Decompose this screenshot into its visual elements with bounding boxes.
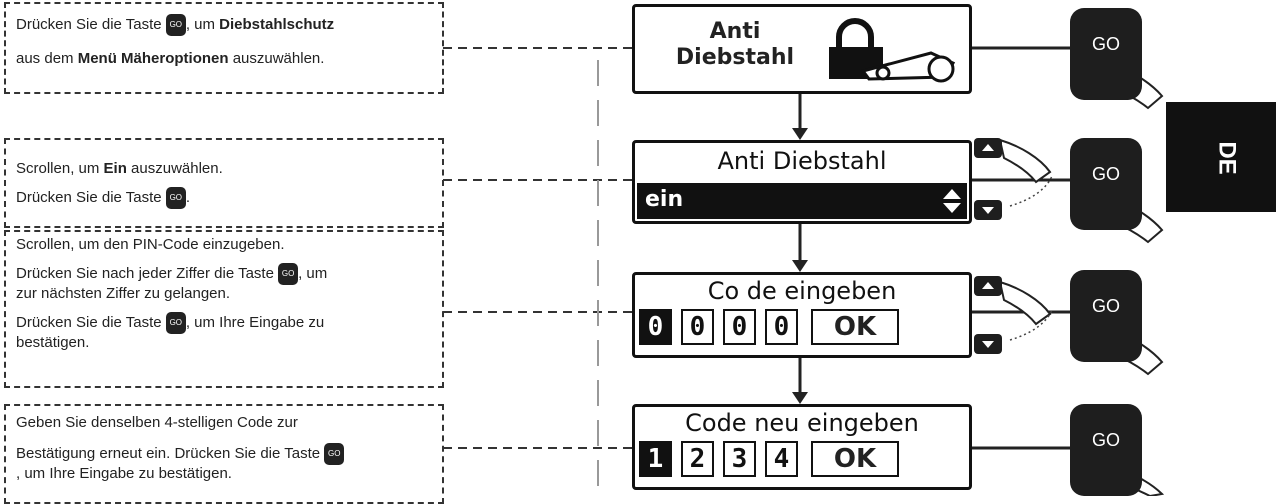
screen2-title: Anti Diebstahl <box>717 147 887 175</box>
instr3-text: zur nächsten Ziffer zu gelangen. <box>16 285 231 302</box>
instr2-text: Drücken Sie die Taste <box>16 188 166 206</box>
screen3-digit-2: 0 <box>681 309 714 345</box>
screen3-digit-4: 0 <box>765 309 798 345</box>
instr3-text: , um Ihre Eingabe zu <box>185 313 325 331</box>
screen4-digit-3: 3 <box>723 441 756 477</box>
go-button-2[interactable]: GO <box>1070 138 1142 230</box>
down-arrow-button[interactable] <box>974 334 1002 354</box>
screen4-title: Code neu eingeben <box>685 409 919 437</box>
screen1-line1: Anti <box>709 19 761 44</box>
up-down-arrows-icon <box>943 189 961 213</box>
lcd-screen-anti-theft: Anti Diebstahl <box>632 4 972 94</box>
instr1-text: Drücken Sie die Taste <box>16 15 166 33</box>
instr1-text: , um <box>185 15 220 33</box>
screen4-ok: OK <box>811 441 899 477</box>
lcd-screen-code-enter: Co de eingeben 0 0 0 0 OK <box>632 272 972 358</box>
lcd-screen-anti-theft-select: Anti Diebstahl ein <box>632 140 972 224</box>
go-button-icon: GO <box>165 312 186 334</box>
screen4-digit-4: 4 <box>765 441 798 477</box>
instruction-box-2: Scrollen, um Ein auszuwählen. Drücken Si… <box>4 138 444 228</box>
go-button-icon: GO <box>165 14 186 36</box>
instr2-bold: Ein <box>103 160 127 177</box>
screen3-ok: OK <box>811 309 899 345</box>
instr3-text: Drücken Sie die Taste <box>16 313 166 331</box>
instr1-text: auszuwählen. <box>228 50 325 67</box>
screen3-title: Co de eingeben <box>707 277 897 305</box>
go-button-icon: GO <box>324 443 345 465</box>
instr3-text: Scrollen, um den PIN-Code einzugeben. <box>16 236 285 253</box>
instr3-text: bestätigen. <box>16 334 90 351</box>
go-button-icon: GO <box>165 187 186 209</box>
down-arrow-button[interactable] <box>974 200 1002 220</box>
instr1-bold: Menü Mäheroptionen <box>77 50 229 67</box>
instr2-text: auszuwählen. <box>126 160 223 177</box>
instr2-text: . <box>185 188 190 206</box>
instruction-box-4: Geben Sie denselben 4-stelligen Code zur… <box>4 404 444 504</box>
language-tab: DE <box>1166 102 1276 212</box>
instr1-text: aus dem <box>16 50 78 67</box>
screen1-line2: Diebstahl <box>675 45 795 70</box>
screen4-digit-1: 1 <box>639 441 672 477</box>
go-button-3[interactable]: GO <box>1070 270 1142 362</box>
screen3-digit-3: 0 <box>723 309 756 345</box>
go-button-4[interactable]: GO <box>1070 404 1142 496</box>
go-button-icon: GO <box>278 263 299 285</box>
instr4-text: Geben Sie denselben 4-stelligen Code zur <box>16 414 298 431</box>
instr4-text: , um Ihre Eingabe zu bestätigen. <box>16 465 232 482</box>
screen3-digit-1: 0 <box>639 309 672 345</box>
screen2-selection-bar: ein <box>637 183 967 219</box>
instr3-text: Drücken Sie nach jeder Ziffer die Taste <box>16 264 279 282</box>
screen2-value: ein <box>645 187 684 212</box>
instr3-text: , um <box>298 264 328 282</box>
lcd-screen-code-reenter: Code neu eingeben 1 2 3 4 OK <box>632 404 972 490</box>
instruction-box-3: Scrollen, um den PIN-Code einzugeben. Dr… <box>4 230 444 388</box>
instr1-bold: Diebstahlschutz <box>219 15 335 33</box>
lock-mower-icon <box>829 18 956 83</box>
up-arrow-button[interactable] <box>974 276 1002 296</box>
instr2-text: Scrollen, um <box>16 160 104 177</box>
screen4-digit-2: 2 <box>681 441 714 477</box>
instruction-box-1: Drücken Sie die Taste GO, um Diebstahlsc… <box>4 2 444 94</box>
up-arrow-button[interactable] <box>974 138 1002 158</box>
go-button-1[interactable]: GO <box>1070 8 1142 100</box>
instr4-text: Bestätigung erneut ein. Drücken Sie die … <box>16 444 325 462</box>
language-tab-label: DE <box>1213 141 1241 175</box>
